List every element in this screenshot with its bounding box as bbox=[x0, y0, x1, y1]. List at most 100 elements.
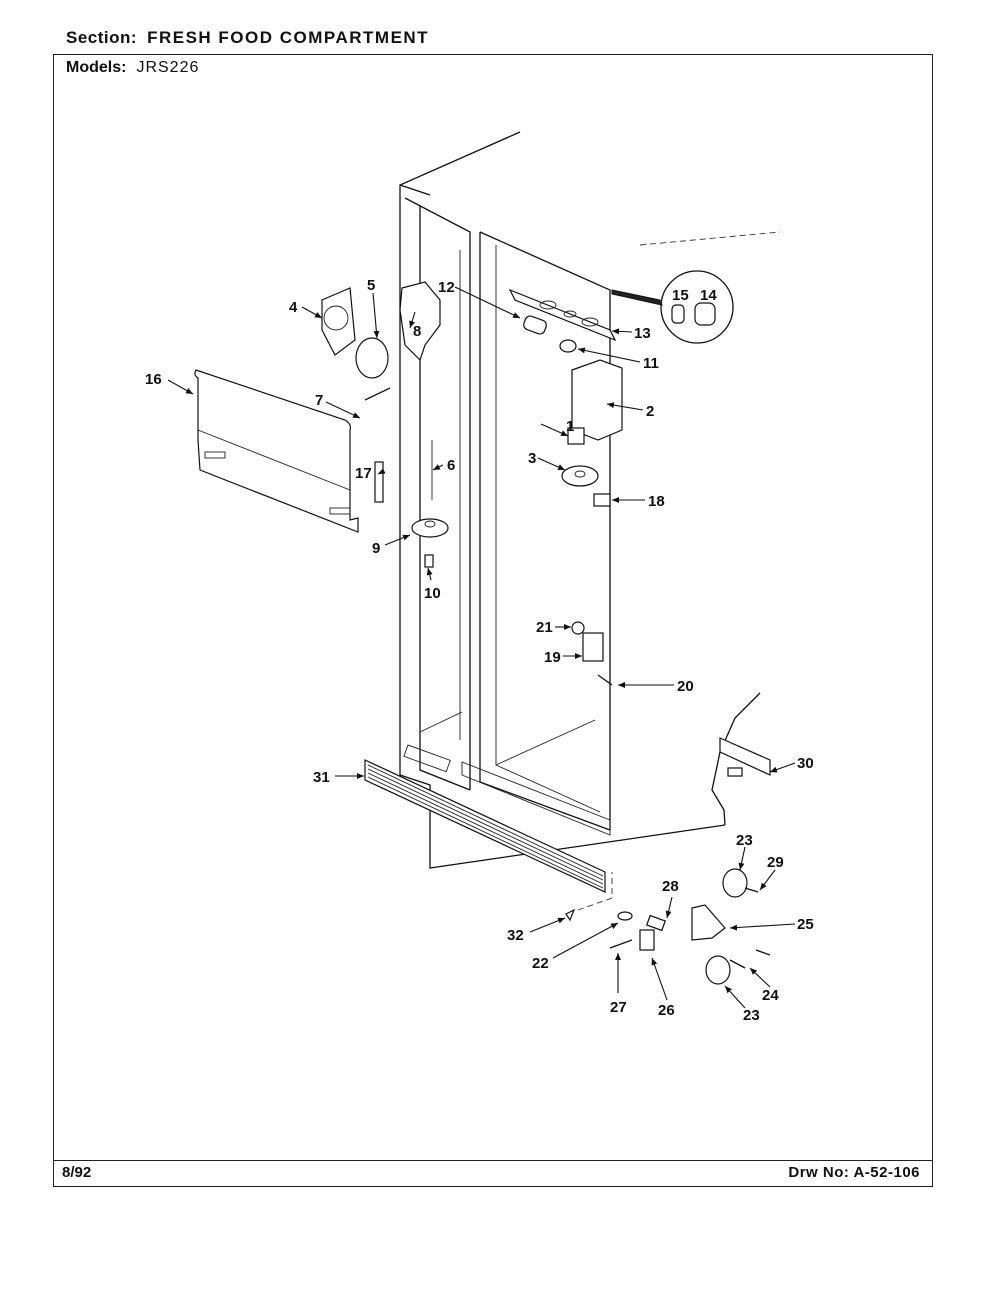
leader-12 bbox=[454, 286, 521, 319]
leader-16 bbox=[167, 379, 194, 395]
section-label: Section: bbox=[66, 28, 138, 47]
cabinet-front-top bbox=[399, 184, 431, 196]
callout-8: 8 bbox=[413, 323, 421, 340]
grille-line bbox=[367, 768, 604, 881]
bracket-30-slot bbox=[727, 767, 743, 777]
knob-9-center bbox=[424, 520, 436, 528]
leader-3 bbox=[537, 457, 566, 471]
panel-slot bbox=[329, 507, 351, 515]
callout-7: 7 bbox=[315, 392, 323, 409]
housing-8 bbox=[399, 281, 441, 362]
bracket-30 bbox=[719, 737, 771, 776]
models-line: Models:JRS226 bbox=[66, 59, 199, 77]
leader-1 bbox=[540, 423, 569, 437]
leader-29 bbox=[759, 869, 776, 891]
leader-23b bbox=[724, 985, 746, 1009]
drawing-frame bbox=[53, 54, 933, 1187]
leader-6 bbox=[432, 464, 444, 471]
shim-28 bbox=[646, 914, 666, 932]
inset-circle bbox=[660, 270, 734, 344]
fresh-food-liner bbox=[495, 245, 601, 813]
lower-parts bbox=[565, 737, 771, 985]
leader-10 bbox=[426, 567, 433, 581]
callout-22: 22 bbox=[532, 955, 549, 972]
grille-31 bbox=[364, 759, 606, 893]
callout-12: 12 bbox=[438, 279, 455, 296]
callout-31: 31 bbox=[313, 769, 330, 786]
callout-16: 16 bbox=[145, 371, 162, 388]
leader-23a bbox=[738, 846, 746, 871]
panel-slot bbox=[204, 451, 226, 459]
callout-9: 9 bbox=[372, 540, 380, 557]
callout-23-lower: 23 bbox=[743, 1007, 760, 1024]
callout-4: 4 bbox=[289, 299, 298, 316]
pin-24b bbox=[755, 949, 771, 956]
washer-22 bbox=[617, 911, 633, 921]
cam-19 bbox=[582, 632, 604, 662]
section-value: FRESH FOOD COMPARTMENT bbox=[147, 28, 430, 47]
lamp-socket-12 bbox=[523, 315, 547, 335]
control-parts bbox=[561, 359, 623, 507]
callout-19: 19 bbox=[544, 649, 561, 666]
light-bracket-13 bbox=[508, 288, 617, 342]
kick-plate bbox=[364, 759, 606, 893]
clip-18 bbox=[593, 493, 611, 507]
callout-15: 15 bbox=[672, 287, 689, 304]
screw-20 bbox=[597, 674, 613, 686]
leader-25 bbox=[729, 923, 796, 931]
bracket-17 bbox=[374, 461, 384, 503]
fresh-food-floor-line bbox=[495, 719, 596, 766]
kick-slot-left bbox=[403, 744, 451, 773]
callout-26: 26 bbox=[658, 1002, 675, 1019]
leader-5 bbox=[372, 292, 380, 339]
models-value: JRS226 bbox=[136, 59, 200, 76]
leader-13 bbox=[611, 328, 633, 335]
grille-line bbox=[367, 764, 604, 877]
freezer-opening-inner bbox=[419, 205, 471, 791]
bracket-hole bbox=[563, 310, 577, 318]
callout-13: 13 bbox=[634, 325, 651, 342]
cabinet bbox=[399, 131, 781, 869]
panel-16-fold bbox=[197, 429, 351, 491]
knob-3 bbox=[561, 465, 599, 487]
pin-24a bbox=[729, 959, 746, 969]
cabinet-rear-cutaway bbox=[711, 692, 761, 826]
leader-24 bbox=[749, 967, 771, 988]
leader-22 bbox=[552, 922, 619, 959]
freezer-floor-line bbox=[419, 711, 463, 733]
leader-32 bbox=[529, 917, 566, 933]
knob-center bbox=[574, 470, 586, 478]
freezer-opening-outer bbox=[404, 197, 471, 790]
leader-17 bbox=[377, 468, 386, 475]
callout-21: 21 bbox=[536, 619, 553, 636]
leader-9 bbox=[384, 534, 411, 546]
clip-32 bbox=[565, 908, 576, 922]
section-title: Section: FRESH FOOD COMPARTMENT bbox=[66, 28, 429, 48]
callout-1: 1 bbox=[566, 418, 574, 435]
freezer-controls bbox=[194, 281, 449, 568]
callout-11: 11 bbox=[643, 355, 659, 372]
leader-26 bbox=[651, 957, 668, 1001]
drawing-number: Drw No: A-52-106 bbox=[788, 1164, 920, 1181]
callout-28: 28 bbox=[662, 878, 679, 895]
light-assembly bbox=[508, 288, 617, 353]
clip-32-guide bbox=[577, 872, 613, 911]
callout-24: 24 bbox=[762, 987, 779, 1004]
callout-3: 3 bbox=[528, 450, 536, 467]
callout-23-upper: 23 bbox=[736, 832, 753, 849]
callout-20: 20 bbox=[677, 678, 694, 695]
leader-28 bbox=[665, 896, 673, 919]
callout-2: 2 bbox=[646, 403, 654, 420]
callout-10: 10 bbox=[424, 585, 441, 602]
bracket-hole bbox=[539, 300, 557, 310]
callout-30: 30 bbox=[797, 755, 814, 772]
fresh-food-opening-outer bbox=[479, 231, 611, 830]
cabinet-outer-edge bbox=[399, 131, 726, 869]
grille-line bbox=[367, 772, 604, 885]
callout-5: 5 bbox=[367, 277, 375, 294]
fan-shroud-4 bbox=[321, 287, 356, 356]
bushing-21 bbox=[571, 621, 585, 635]
leader-lines bbox=[167, 286, 796, 1009]
panel-16 bbox=[194, 369, 359, 533]
